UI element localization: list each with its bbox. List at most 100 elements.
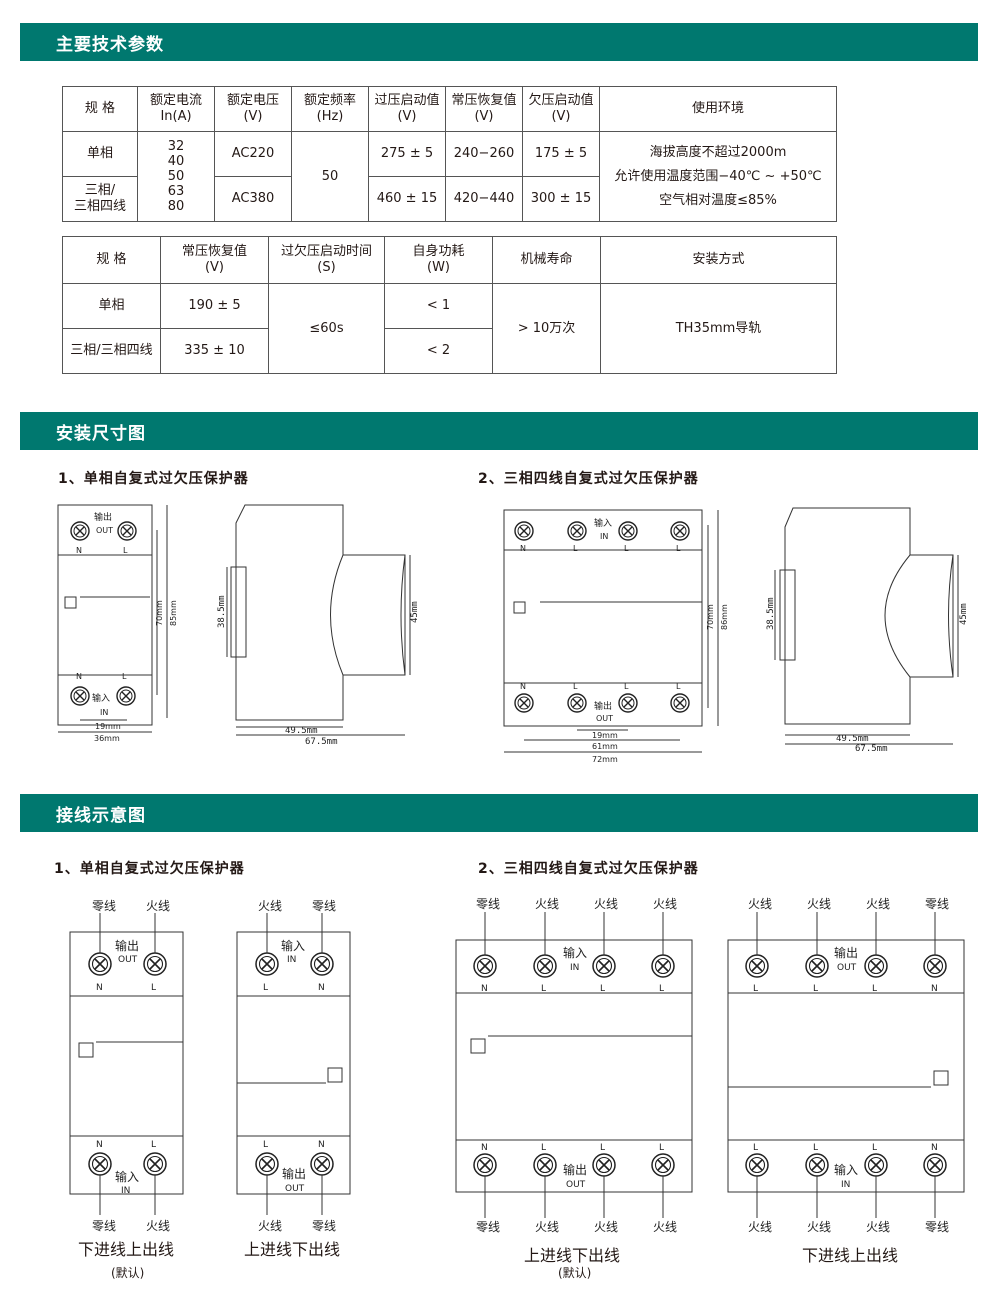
svg-text:火线: 火线 xyxy=(807,1220,831,1234)
header-cell: 使用环境 xyxy=(599,86,837,132)
svg-text:输入: 输入 xyxy=(834,1162,858,1177)
svg-text:输出: 输出 xyxy=(834,945,858,960)
svg-text:火线: 火线 xyxy=(748,1220,772,1234)
spec-table-2: 规 格 常压恢复值(V) 过欠压启动时间(S) 自身功耗(W) 机械寿命 安装方… xyxy=(62,236,837,374)
terminal-label: OUT xyxy=(96,526,113,535)
single-side-view xyxy=(226,504,411,736)
svg-text:L: L xyxy=(659,984,664,994)
svg-text:OUT: OUT xyxy=(837,963,857,973)
svg-text:输入: 输入 xyxy=(281,938,305,953)
row-name: 三相/三相四线 xyxy=(62,176,138,222)
svg-text:19mm: 19mm xyxy=(592,731,618,740)
svg-text:零线: 零线 xyxy=(925,1220,949,1234)
svg-text:火线: 火线 xyxy=(535,897,559,911)
svg-text:L: L xyxy=(541,1143,546,1153)
svg-text:L: L xyxy=(151,1140,156,1150)
svg-text:N: N xyxy=(520,682,526,691)
svg-text:OUT: OUT xyxy=(285,1184,305,1194)
wiring-caption: 上进线下出线 xyxy=(244,1240,341,1259)
table-row: 三相/三相四线 AC380 460 ± 15 420−440 300 ± 15 xyxy=(62,176,837,222)
table-cell: AC380 xyxy=(214,176,292,222)
terminal-label: 输出 xyxy=(94,511,112,523)
svg-text:输出: 输出 xyxy=(594,700,612,712)
svg-text:火线: 火线 xyxy=(146,899,170,913)
section-banner-params: 主要技术参数 xyxy=(20,23,978,61)
table-cell: < 2 xyxy=(384,328,493,374)
section-banner-wiring: 接线示意图 xyxy=(20,794,978,832)
table-cell: > 10万次 xyxy=(492,283,601,374)
wiring-title-single: 1、单相自复式过欠压保护器 xyxy=(54,861,245,877)
svg-text:IN: IN xyxy=(287,955,296,965)
section-banner-dims: 安装尺寸图 xyxy=(20,412,978,450)
header-cell: 自身功耗(W) xyxy=(384,236,493,284)
svg-text:70mm: 70mm xyxy=(155,600,164,626)
svg-text:IN: IN xyxy=(100,708,108,717)
wiring-three-bottom-in xyxy=(727,912,965,1218)
table-cell: 460 ± 15 xyxy=(368,176,446,222)
svg-text:输入: 输入 xyxy=(563,945,587,960)
svg-text:火线: 火线 xyxy=(653,1220,677,1234)
terminal-icon xyxy=(116,686,136,706)
wiring-single-top-in xyxy=(236,913,351,1215)
svg-text:L: L xyxy=(872,984,877,994)
svg-text:N: N xyxy=(76,546,82,555)
table-row: 单相 190 ± 5 ≤60s < 1 > 10万次 TH35mm导轨 xyxy=(62,283,837,374)
svg-text:零线: 零线 xyxy=(312,1219,336,1233)
wiring-default-note: (默认) xyxy=(558,1266,592,1280)
section-title: 安装尺寸图 xyxy=(56,424,146,444)
table-cell: < 1 xyxy=(384,283,493,329)
header-cell: 安装方式 xyxy=(600,236,837,284)
svg-text:L: L xyxy=(123,546,128,555)
svg-text:IN: IN xyxy=(600,532,608,541)
svg-text:N: N xyxy=(96,1140,103,1150)
svg-text:N: N xyxy=(96,983,103,993)
svg-text:38.5mm: 38.5mm xyxy=(766,597,776,630)
svg-text:IN: IN xyxy=(570,963,579,973)
svg-text:L: L xyxy=(541,984,546,994)
svg-text:L: L xyxy=(753,984,758,994)
table-row: 三相/三相四线 335 ± 10 < 2 xyxy=(62,328,837,374)
svg-text:36mm: 36mm xyxy=(94,734,120,743)
svg-text:L: L xyxy=(151,983,156,993)
svg-text:火线: 火线 xyxy=(258,899,282,913)
svg-text:N: N xyxy=(931,984,938,994)
svg-text:火线: 火线 xyxy=(258,1219,282,1233)
table-cell: ≤60s xyxy=(268,283,385,374)
svg-text:L: L xyxy=(659,1143,664,1153)
wiring-caption: 下进线上出线 xyxy=(78,1240,175,1259)
svg-text:L: L xyxy=(753,1143,758,1153)
svg-text:49.5mm: 49.5mm xyxy=(285,726,318,736)
header-cell: 过欠压启动时间(S) xyxy=(268,236,385,284)
wiring-title-three: 2、三相四线自复式过欠压保护器 xyxy=(478,861,699,877)
svg-text:L: L xyxy=(624,682,629,691)
svg-text:L: L xyxy=(872,1143,877,1153)
svg-text:L: L xyxy=(263,1140,268,1150)
table-cell: 335 ± 10 xyxy=(160,328,269,374)
svg-text:86mm: 86mm xyxy=(720,604,729,630)
svg-text:零线: 零线 xyxy=(925,897,949,911)
svg-text:19mm: 19mm xyxy=(95,722,121,731)
svg-text:零线: 零线 xyxy=(92,1219,116,1233)
svg-text:零线: 零线 xyxy=(476,897,500,911)
svg-text:L: L xyxy=(600,984,605,994)
wiring-single-bottom-in xyxy=(69,913,184,1215)
svg-text:IN: IN xyxy=(841,1180,850,1190)
svg-text:火线: 火线 xyxy=(535,1220,559,1234)
dims-title-single: 1、单相自复式过欠压保护器 xyxy=(58,471,249,487)
svg-text:70mm: 70mm xyxy=(706,604,715,630)
svg-text:火线: 火线 xyxy=(146,1219,170,1233)
svg-text:输出: 输出 xyxy=(563,1162,587,1177)
terminal-icon xyxy=(117,521,137,541)
header-cell: 机械寿命 xyxy=(492,236,601,284)
svg-text:火线: 火线 xyxy=(807,897,831,911)
table-cell: 240−260 xyxy=(445,131,523,177)
dims-title-three: 2、三相四线自复式过欠压保护器 xyxy=(478,471,699,487)
svg-text:火线: 火线 xyxy=(748,897,772,911)
svg-text:N: N xyxy=(318,983,325,993)
section-title: 接线示意图 xyxy=(56,806,146,826)
three-front-view xyxy=(503,509,719,753)
single-front-view xyxy=(57,504,168,733)
